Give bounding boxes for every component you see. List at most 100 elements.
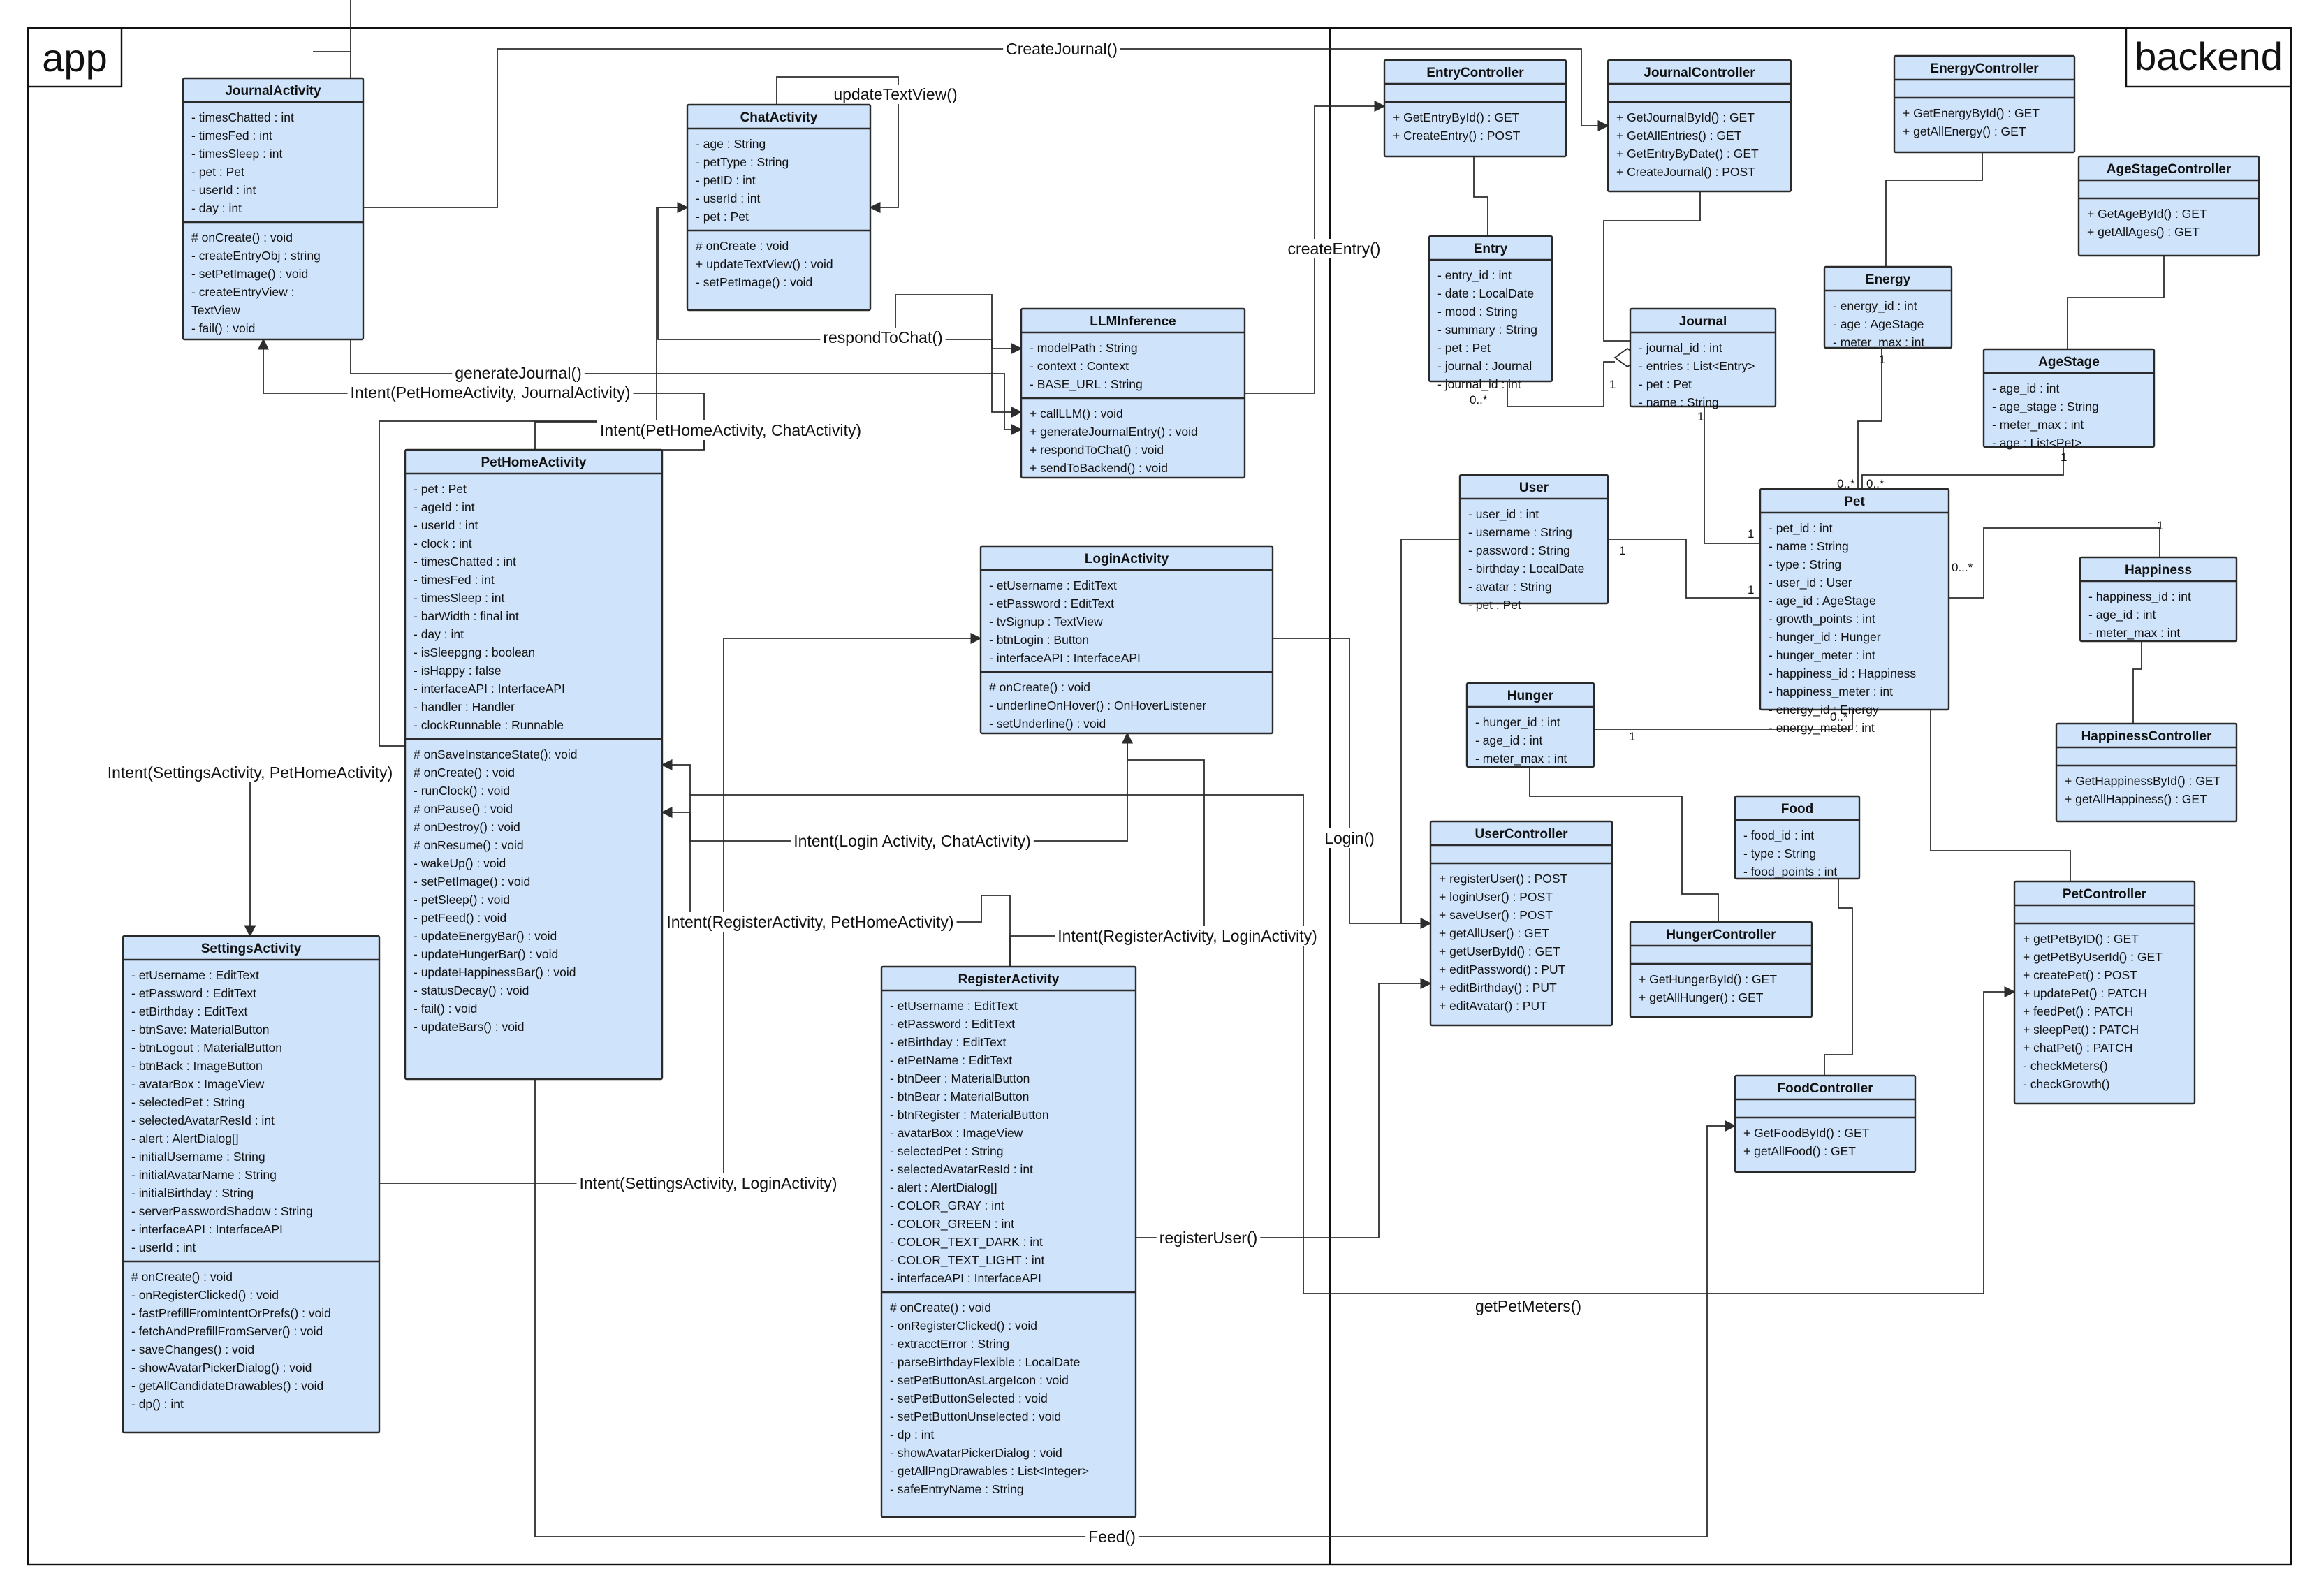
- class-attribute: - selectedPet : String: [131, 1095, 244, 1109]
- edge-label-background: [104, 763, 396, 782]
- class-attribute: - pet : Pet: [1437, 341, 1491, 355]
- class-method: - updateEnergyBar() : void: [414, 929, 557, 943]
- class-login-activity: LoginActivity- etUsername : EditText- et…: [979, 545, 1274, 735]
- class-attribute: - initialAvatarName : String: [131, 1168, 277, 1182]
- class-name: JournalActivity: [225, 84, 321, 98]
- class-hunger-controller: HungerController+ GetHungerById() : GET+…: [1629, 921, 1813, 1018]
- class-attribute: - energy_id : int: [1833, 299, 1917, 314]
- edge-generate-journal: [313, 0, 1021, 430]
- class-attribute: - userId : int: [696, 191, 761, 205]
- class-attribute: - userId : int: [191, 183, 256, 197]
- class-box-frame: [880, 965, 1137, 1518]
- class-method: - fastPrefillFromIntentOrPrefs() : void: [131, 1306, 331, 1320]
- class-attribute: - timesChatted : int: [191, 110, 294, 124]
- class-name: Food: [1781, 802, 1813, 817]
- class-method: - extracctError : String: [890, 1337, 1009, 1351]
- class-box-frame: [1458, 474, 1609, 605]
- class-name: Journal: [1679, 314, 1727, 329]
- edge-intent-register-pethome: [661, 759, 1011, 967]
- class-attribute: - meter_max : int: [1992, 418, 2084, 432]
- edge-journal-controller-journal: [1603, 191, 1701, 342]
- class-method: - petSleep() : void: [414, 893, 510, 907]
- class-pet-home-activity: PetHomeActivity- pet : Pet- ageId : int-…: [404, 448, 664, 1081]
- class-attribute: - etPassword : EditText: [131, 986, 256, 1000]
- frames: app backend: [27, 27, 2292, 1566]
- class-attribute: - alert : AlertDialog[]: [890, 1180, 997, 1194]
- class-method: + CreateJournal() : POST: [1616, 165, 1755, 179]
- class-method: + CreateEntry() : POST: [1393, 129, 1521, 142]
- class-user: User- user_id : int- username : String- …: [1458, 474, 1609, 612]
- class-hunger: Hunger- hunger_id : int- age_id : int- m…: [1465, 682, 1595, 768]
- class-attribute: - alert : AlertDialog[]: [131, 1132, 239, 1145]
- class-method: + loginUser() : POST: [1439, 890, 1553, 904]
- class-attribute: - avatarBox : ImageView: [131, 1077, 265, 1091]
- label-create-journal: CreateJournal(): [1006, 40, 1118, 58]
- class-method: - saveChanges() : void: [131, 1342, 254, 1356]
- mult-pet-energy-many: 0..*: [1837, 477, 1855, 490]
- class-method: + GetFoodById() : GET: [1743, 1126, 1870, 1140]
- mult-energy-pet-one: 1: [1879, 353, 1885, 366]
- edge-label-background: [1472, 1296, 1585, 1316]
- class-boxes: JournalActivity - timesChatted : int - tim…: [122, 54, 2260, 1518]
- class-method: # onSaveInstanceState(): void: [414, 747, 577, 761]
- class-box-frame: [404, 448, 664, 1081]
- class-attribute: - initialBirthday : String: [131, 1186, 254, 1200]
- class-attribute: - hunger_id : Hunger: [1769, 630, 1881, 645]
- class-name: HungerController: [1666, 928, 1776, 942]
- mult-pet-happiness-many: 0...*: [1952, 561, 1973, 574]
- mult-entry-journal-one: 1: [1609, 378, 1616, 391]
- class-method: + getAllFood() : GET: [1743, 1144, 1856, 1158]
- class-method: - fetchAndPrefillFromServer() : void: [131, 1324, 323, 1338]
- class-box-frame: [122, 935, 381, 1434]
- class-method: - createEntryView :: [191, 285, 295, 299]
- class-attribute: - clockRunnable : Runnable: [414, 718, 564, 732]
- class-attribute: - etUsername : EditText: [131, 968, 259, 982]
- class-attribute: - age : String: [696, 137, 766, 151]
- class-attribute: - age_id : int: [1992, 381, 2059, 396]
- class-method: - showAvatarPickerDialog : void: [890, 1446, 1062, 1460]
- class-box-frame: [686, 103, 872, 312]
- class-attribute: - meter_max : int: [2088, 626, 2180, 640]
- class-box-frame: [1607, 59, 1792, 193]
- class-method: + getAllAges() : GET: [2087, 225, 2200, 239]
- class-entry-controller: EntryController+ GetEntryById() : GET+ C…: [1383, 59, 1567, 158]
- edge-label-background: [830, 85, 960, 104]
- label-register-user: registerUser(): [1159, 1229, 1258, 1247]
- class-method: + registerUser() : POST: [1439, 872, 1568, 886]
- class-method: + updatePet() : PATCH: [2023, 986, 2147, 1000]
- class-attribute: - handler : Handler: [414, 700, 515, 714]
- class-method: - setPetImage() : void: [414, 874, 530, 888]
- class-attribute: - pet : Pet: [414, 482, 467, 496]
- class-method: - setPetButtonUnselected : void: [890, 1410, 1061, 1423]
- class-method: - fail() : void: [191, 321, 255, 335]
- edge-pet-petcontroller: [1930, 710, 2071, 881]
- class-box-frame: [1020, 307, 1246, 479]
- class-name: Entry: [1474, 242, 1508, 256]
- class-method: - parseBirthdayFlexible : LocalDate: [890, 1355, 1080, 1369]
- class-method: # onPause() : void: [414, 802, 513, 816]
- mult-happiness-pet-one: 1: [2157, 519, 2163, 532]
- class-name: UserController: [1475, 827, 1568, 842]
- class-attribute: - btnRegister : MaterialButton: [890, 1108, 1049, 1122]
- class-attribute: - journal_id : int: [1437, 377, 1521, 392]
- class-attribute: - date : LocalDate: [1437, 286, 1534, 300]
- class-attribute: - day : int: [414, 627, 464, 641]
- class-attribute: - COLOR_GREEN : int: [890, 1217, 1014, 1231]
- class-name: HappinessController: [2081, 729, 2212, 744]
- class-name: JournalController: [1644, 66, 1755, 80]
- class-attribute: - isHappy : false: [414, 664, 501, 678]
- edge-feed: [534, 1079, 1736, 1537]
- class-attribute: - pet : Pet: [191, 165, 244, 179]
- label-intent-settings-login: Intent(SettingsActivity, LoginActivity): [580, 1174, 837, 1192]
- label-intent-register-pethome: Intent(RegisterActivity, PetHomeActivity…: [666, 913, 953, 931]
- class-attribute: - etPassword : EditText: [989, 596, 1114, 610]
- class-attribute: - password : String: [1468, 543, 1570, 557]
- edge-happiness-pet: [1949, 527, 2160, 599]
- edge-agestage-controller-agestage: [2067, 256, 2165, 349]
- class-attribute: - etUsername : EditText: [989, 578, 1117, 592]
- class-attribute: - serverPasswordShadow : String: [131, 1204, 313, 1218]
- class-attribute: - timesSleep : int: [191, 147, 282, 161]
- class-attribute: - meter_max : int: [1833, 335, 1924, 350]
